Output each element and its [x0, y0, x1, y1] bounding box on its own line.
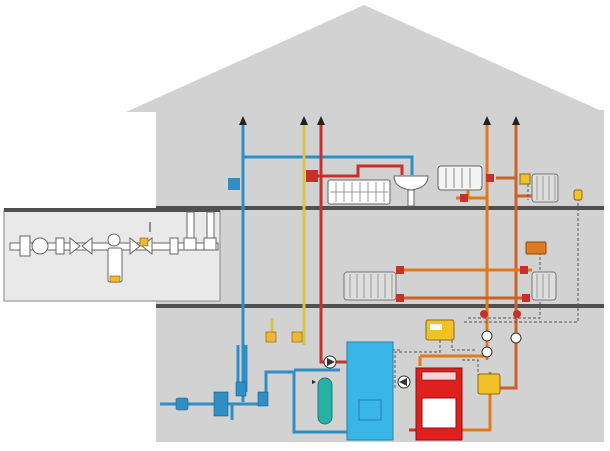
thermostatic-valve-icon — [306, 170, 318, 182]
room-thermostat-lower — [525, 241, 547, 255]
room-thermostat-icon — [519, 173, 531, 185]
mixing-valve-actuator — [477, 373, 501, 395]
lower-radiator-right — [531, 271, 557, 301]
warm-water-arrow-icon — [300, 116, 308, 125]
radiator-valves — [175, 170, 530, 417]
inset-detail — [3, 208, 221, 302]
hot-water-arrow-icon — [317, 116, 325, 125]
pressure-reducer-icon — [107, 233, 121, 247]
water-meter-icon — [31, 237, 49, 255]
outdoor-sensor — [573, 189, 583, 201]
lower-floor-slab — [156, 304, 604, 308]
room-thermostat-upper — [519, 173, 531, 185]
water-meter-icon — [175, 397, 189, 411]
circulation-pumps — [323, 330, 522, 389]
cold-water-pipes — [160, 125, 414, 434]
wash-basin — [393, 175, 429, 207]
bathroom-radiator — [327, 179, 391, 205]
shutoff-valve-icon — [69, 236, 93, 256]
upper-floor-slab — [156, 206, 604, 210]
heating-flow-arrow-icon — [483, 116, 491, 125]
outdoor-sensor-icon — [573, 189, 583, 201]
boiler — [415, 367, 463, 441]
safety-valve-icon — [265, 331, 277, 343]
hot-water-storage-tank — [346, 341, 394, 441]
lower-radiator-left — [343, 271, 397, 301]
upper-radiator-left — [437, 165, 483, 191]
expansion-vessel — [312, 377, 333, 425]
heating-return-arrow-icon — [512, 116, 520, 125]
shutoff-valve-icon — [228, 178, 240, 190]
upper-radiator-right — [531, 173, 559, 203]
water-filter-icon — [213, 391, 229, 417]
heating-controller — [425, 319, 455, 341]
cold-water-arrow-icon — [239, 116, 247, 125]
